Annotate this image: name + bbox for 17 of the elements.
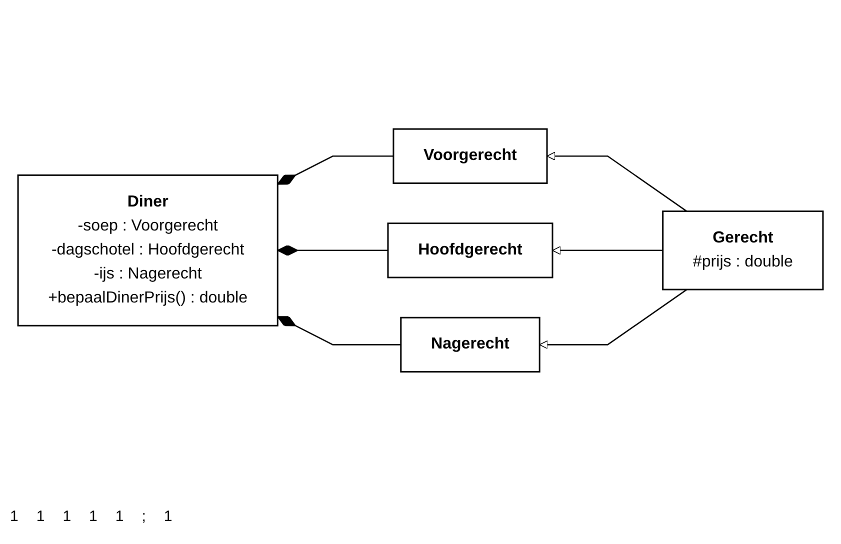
- node-label: -soep : Voorgerecht: [78, 216, 218, 234]
- class-box: Nagerecht: [400, 316, 540, 372]
- label-text: 1: [115, 508, 124, 525]
- node-label: -ijs : Nagerecht: [94, 265, 202, 282]
- class-box: Voorgerecht: [392, 128, 548, 184]
- class-box: Gerecht #prijs : double: [662, 210, 824, 290]
- class-box: Diner -soep : Voorgerecht -dagschotel : Hoofdgerecht -ijs : Nagerecht +bepaalDinerPrijs() : double: [17, 174, 278, 326]
- node-label: -dagschotel : Hoofdgerecht: [51, 240, 244, 258]
- label-text: 1: [62, 508, 72, 525]
- node-label: Diner: [127, 192, 168, 210]
- label-text: 1: [89, 508, 98, 525]
- label-text: ;: [142, 508, 146, 525]
- label-text: 1: [10, 508, 18, 525]
- class-box: Hoofdgerecht: [387, 222, 554, 278]
- node-label: +bepaalDinerPrijs() : double: [48, 289, 248, 306]
- label-text: 1: [36, 508, 45, 525]
- label-text: 1: [164, 508, 172, 525]
